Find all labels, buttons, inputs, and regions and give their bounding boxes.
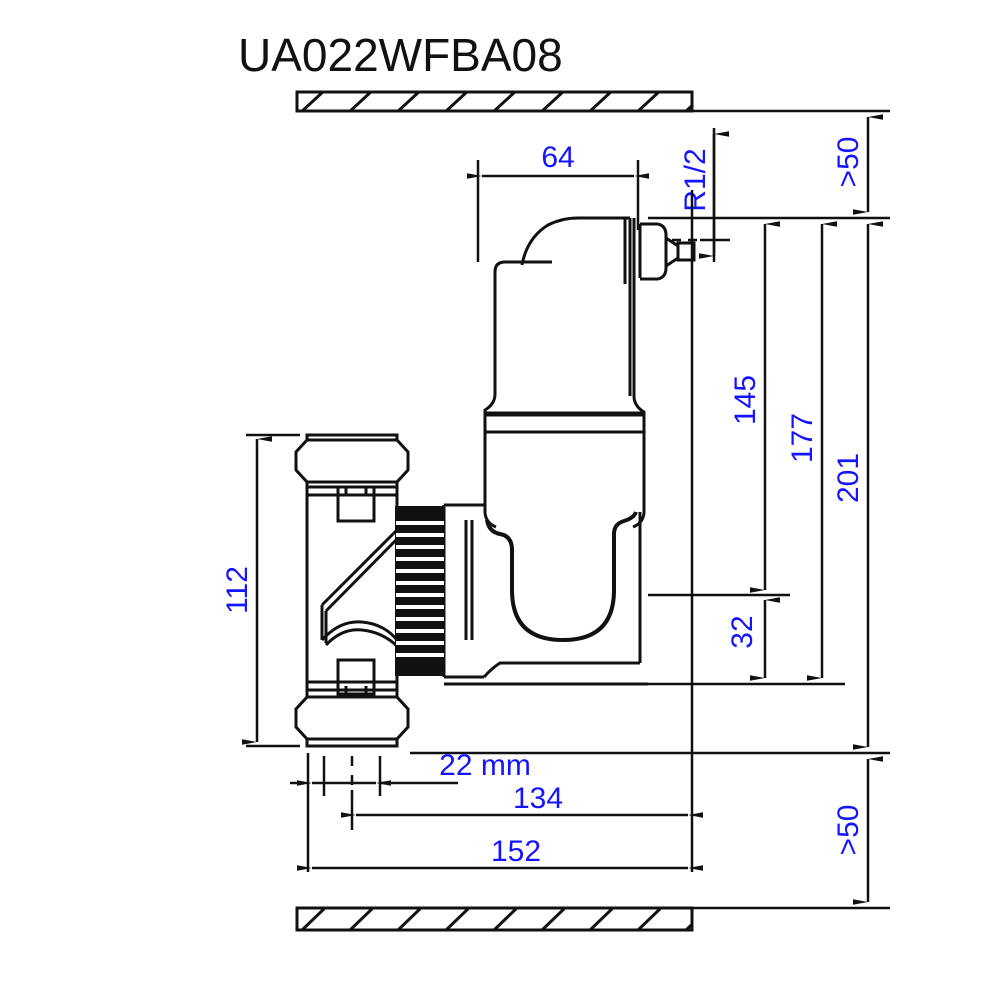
dimension-label-R12: R1/2	[679, 148, 712, 211]
floor-hatch-bar	[295, 906, 694, 932]
dimension-label-134: 134	[513, 782, 563, 815]
air-vent-head	[623, 218, 696, 284]
dimension-label-clearance-top: >50	[832, 137, 865, 188]
dimension-label-clearance-bottom: >50	[832, 805, 865, 856]
air-separator-body	[483, 216, 646, 529]
ceiling-hatch-bar	[295, 90, 694, 113]
dimension-label-32: 32	[726, 615, 759, 648]
dimension-extension-lines	[410, 109, 890, 910]
dimension-label-177: 177	[786, 413, 819, 463]
dimension-label-201: 201	[832, 453, 865, 503]
dimension-R12	[672, 128, 730, 262]
dimension-label-145: 145	[729, 375, 762, 425]
dimension-label-22mm: 22 mm	[439, 749, 531, 782]
page-title: UA022WFBA08	[238, 29, 563, 81]
separator-u-tube	[485, 511, 638, 643]
dimension-label-152: 152	[491, 835, 541, 868]
pipe-tee-section	[294, 433, 410, 748]
dimension-64	[467, 160, 649, 262]
knurled-nut	[395, 506, 445, 676]
dimension-112	[242, 433, 300, 748]
separator-outer-jacket	[442, 503, 648, 686]
dimension-label-112: 112	[221, 566, 254, 614]
dimension-label-64: 64	[541, 141, 574, 174]
